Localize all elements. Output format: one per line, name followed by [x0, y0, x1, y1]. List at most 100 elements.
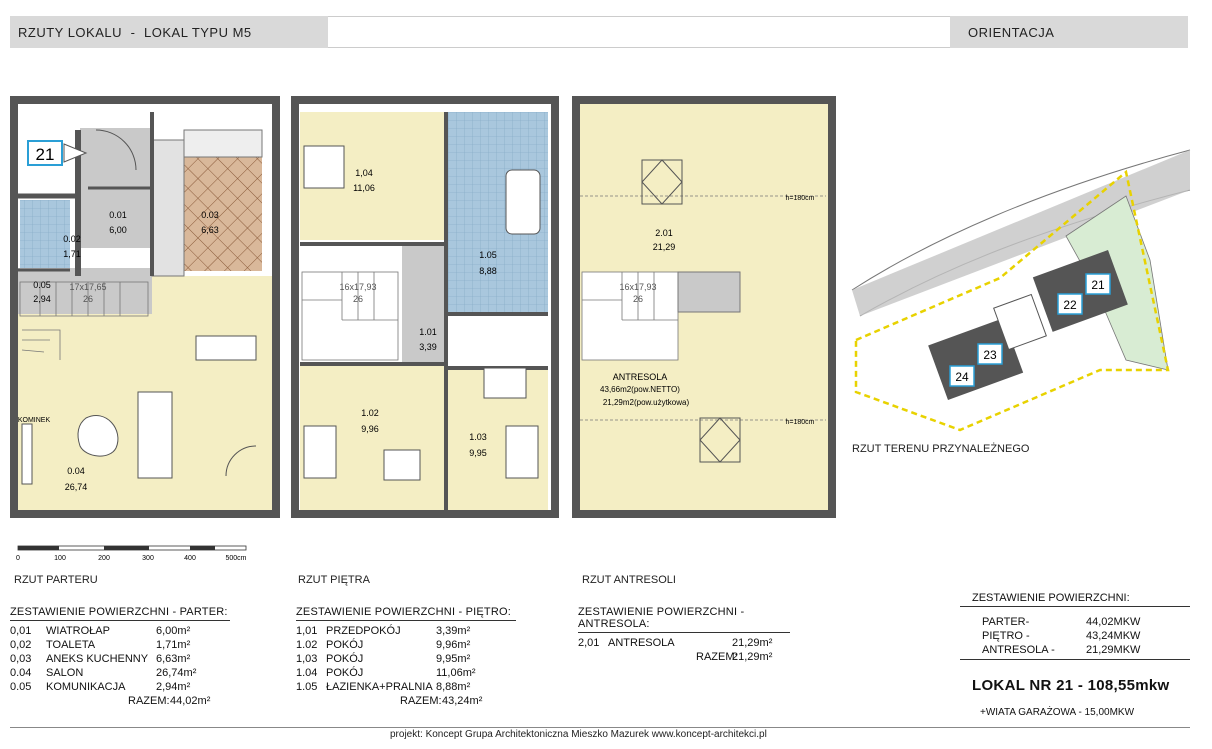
total-value: 44,02m²	[170, 695, 211, 707]
room-label-001-area: 6,00	[109, 225, 127, 235]
summary-panel: ZESTAWIENIE POWIERZCHNI: PARTER-44,02MKW…	[960, 592, 1190, 660]
row-num: 2,01	[578, 637, 600, 649]
antresola-uzytkowa: 21,29m2(pow.użytkowa)	[603, 398, 690, 407]
roof-window-diamond	[641, 159, 683, 205]
scale-tick-1: 100	[54, 555, 66, 562]
table-total: RAZEM:21,29m²	[578, 650, 790, 665]
scale-tick-4: 400	[184, 555, 196, 562]
table-antresola-title: ZESTAWIENIE POWIERZCHNI - ANTRESOLA:	[578, 606, 790, 633]
garage-note: +WIATA GARAŻOWA - 15,00MKW	[980, 707, 1135, 718]
row-area: 1,71m²	[156, 639, 191, 651]
ground-stairs	[19, 281, 149, 360]
row-num: 0.04	[10, 667, 32, 679]
ground-floor-plan: 0.01 6,00 0.02 1,71 0.03 6,63 0.04 26,74…	[10, 96, 280, 562]
site-unit-23-label: 23	[983, 348, 997, 362]
antresola-netto: 43,66m2(pow.NETTO)	[600, 385, 680, 394]
door-arc	[95, 129, 137, 171]
row-num: 1.05	[296, 681, 318, 693]
summary-value: 21,29MKW	[1086, 644, 1141, 656]
summary-value: 43,24MKW	[1086, 630, 1141, 642]
caption-pietro: RZUT PIĘTRA	[298, 574, 370, 586]
caption-parter: RZUT PARTERU	[14, 574, 98, 586]
bed	[303, 145, 345, 189]
mez-stairs-steps	[582, 272, 678, 321]
total-value: 21,29m²	[732, 651, 773, 663]
row-area: 21,29m²	[732, 637, 773, 649]
row-name: PRZEDPOKÓJ	[326, 625, 401, 637]
room-label-104-area: 11,06	[353, 183, 375, 193]
room-label-001-num: 0.01	[109, 210, 127, 220]
total-label: RAZEM:	[400, 695, 442, 707]
first-stairs	[301, 271, 399, 361]
roof-window-diamond	[699, 417, 741, 463]
room-label-005-area: 2,94	[33, 294, 51, 304]
stairs-label-first: 16x17,93	[339, 282, 376, 292]
stairs-label-mez: 16x17,93	[619, 282, 656, 292]
summary-row: PIĘTRO -43,24MKW	[960, 629, 1190, 643]
row-name: KOMUNIKACJA	[46, 681, 126, 693]
entry-arrow-icon	[63, 143, 88, 163]
room-label-103-num: 1.03	[469, 432, 487, 442]
row-name: POKÓJ	[326, 653, 364, 665]
door-arc	[225, 445, 257, 477]
desk	[483, 367, 527, 399]
bed	[505, 425, 539, 479]
room-label-104-num: 1,04	[355, 168, 373, 178]
road	[852, 150, 1190, 316]
site-unit-22	[1057, 293, 1083, 315]
scale-tick-3: 300	[142, 555, 154, 562]
row-area: 8,88m²	[436, 681, 471, 693]
row-area: 2,94m²	[156, 681, 191, 693]
floor-plans: 0.01 6,00 0.02 1,71 0.03 6,63 0.04 26,74…	[10, 96, 1191, 562]
room-toaleta	[20, 200, 70, 268]
caption-antresola: RZUT ANTRESOLI	[582, 574, 676, 586]
title-separator: -	[130, 24, 136, 40]
room-label-105-num: 1.05	[479, 250, 497, 260]
row-name: ŁAZIENKA+PRALNIA	[326, 681, 433, 693]
total-label: RAZEM:	[128, 695, 170, 707]
row-num: 1,03	[296, 653, 318, 665]
row-area: 26,74m²	[156, 667, 197, 679]
row-name: ANEKS KUCHENNY	[46, 653, 149, 665]
summary-title: ZESTAWIENIE POWIERZCHNI:	[960, 592, 1190, 607]
row-num: 0.05	[10, 681, 32, 693]
room-label-004-num: 0.04	[67, 466, 85, 476]
total-label: RAZEM:	[696, 651, 738, 663]
fireplace	[21, 423, 33, 485]
mez-void	[677, 271, 741, 313]
table-total: RAZEM:43,24m²	[296, 694, 516, 709]
site-unit-24	[949, 365, 975, 387]
room-label-101-num: 1.01	[419, 327, 437, 337]
h180-label: h=180cm	[786, 419, 815, 426]
room-label-105-area: 8,88	[479, 266, 497, 276]
row-area: 9,96m²	[436, 639, 471, 651]
row-num: 0,01	[10, 625, 32, 637]
room-kuchnia	[184, 157, 262, 271]
lokal-total: LOKAL NR 21 - 108,55mkw	[972, 677, 1170, 694]
row-area: 6,63m²	[156, 653, 191, 665]
row-num: 0,03	[10, 653, 32, 665]
room-label-002-num: 0.02	[63, 234, 81, 244]
site-unit-21	[1085, 273, 1111, 295]
kominek-label: KOMINEK	[18, 417, 51, 424]
bed	[303, 425, 337, 479]
site-unit-24-label: 24	[955, 370, 969, 384]
summary-key: PARTER-	[982, 616, 1030, 628]
row-num: 1.02	[296, 639, 318, 651]
site-plan: 21 22 23 24	[851, 149, 1191, 432]
scale-tick-2: 200	[98, 555, 110, 562]
table-pietro-title: ZESTAWIENIE POWIERZCHNI - PIĘTRO:	[296, 606, 516, 621]
antresola-label: ANTRESOLA	[613, 372, 668, 382]
room-label-201-area: 21,29	[653, 242, 676, 252]
row-area: 3,39m²	[436, 625, 471, 637]
kitchen-counter-top	[183, 129, 263, 158]
